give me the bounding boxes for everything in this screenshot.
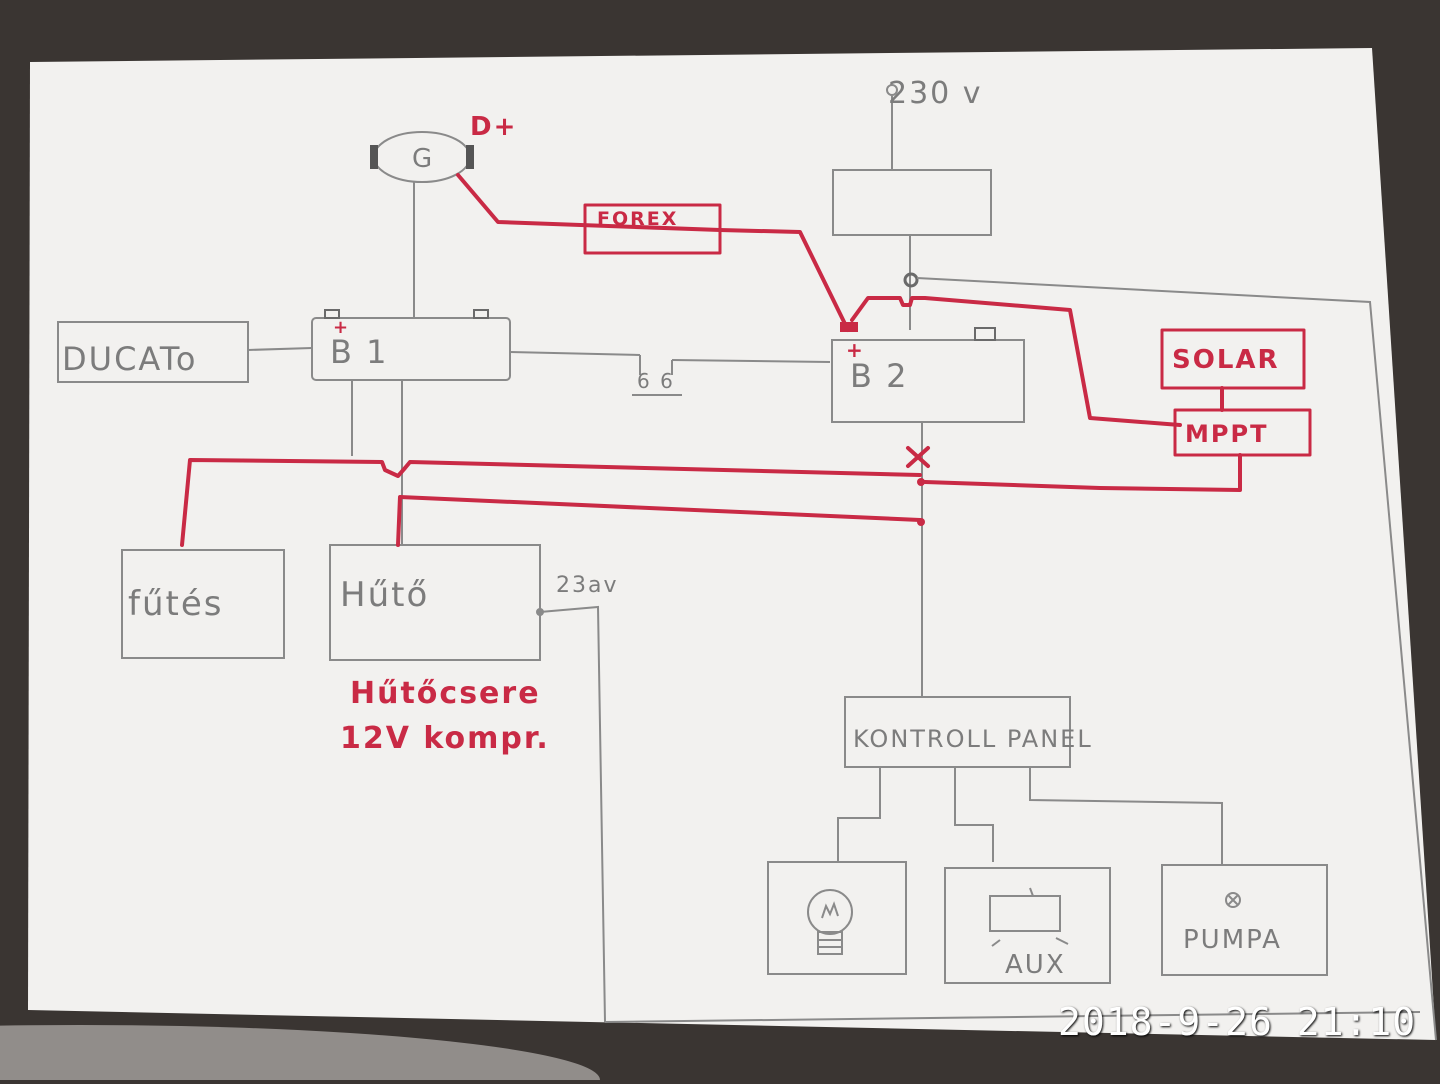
red-wiring — [180, 173, 1312, 547]
pumpa-box — [1161, 864, 1328, 976]
photo-timestamp: 2018-9-26 21:10 — [1058, 1000, 1417, 1044]
label-huto-230: 23av — [556, 573, 619, 598]
pump-icon — [1225, 892, 1241, 908]
battery-terminals — [324, 309, 996, 341]
aux-device-icon — [989, 895, 1061, 932]
ducato-box — [57, 321, 249, 383]
label-control-panel: KONTROLL PANEL — [853, 725, 1093, 753]
note-line-2: 12V kompr. — [340, 721, 550, 756]
label-aux: AUX — [1005, 950, 1066, 980]
junction-node — [903, 272, 919, 288]
label-futes: fűtés — [128, 584, 223, 624]
label-b1: B 1 — [330, 333, 388, 371]
pencil-wiring — [57, 84, 1437, 1041]
huto-box — [329, 544, 541, 661]
label-solar: SOLAR — [1172, 345, 1280, 375]
mppt-box — [1173, 408, 1312, 457]
charger-box — [832, 169, 992, 236]
label-pumpa: PUMPA — [1183, 925, 1282, 955]
note-line-1: Hűtőcsere — [350, 676, 541, 711]
bulb-base — [817, 931, 843, 955]
battery-b2-box — [831, 339, 1025, 423]
label-switch: 6 6 — [637, 369, 675, 393]
hand-shadow — [0, 1025, 600, 1084]
aux-box — [944, 867, 1111, 984]
label-b2: B 2 — [850, 357, 908, 395]
label-b2-plus: + — [846, 338, 865, 362]
label-forex: FOREX — [597, 208, 678, 230]
mains-terminal — [886, 84, 898, 96]
bulb-icon — [807, 889, 853, 935]
solar-box — [1160, 328, 1306, 390]
control-panel-box — [844, 696, 1071, 768]
forex-box — [583, 203, 722, 255]
futes-box — [121, 549, 285, 659]
label-dplus: D+ — [470, 112, 517, 142]
red-terminals — [840, 322, 925, 526]
light-box — [767, 861, 907, 975]
label-ducato: DUCATo — [62, 340, 198, 378]
label-huto: Hűtő — [340, 575, 429, 615]
label-230v: 230 v — [888, 76, 983, 111]
battery-b1-box — [311, 317, 511, 381]
paper-sheet — [28, 48, 1436, 1040]
label-mppt: MPPT — [1185, 420, 1268, 448]
generator-brushes — [370, 145, 474, 169]
label-generator: G — [412, 144, 434, 174]
label-b1-plus: + — [333, 317, 350, 338]
